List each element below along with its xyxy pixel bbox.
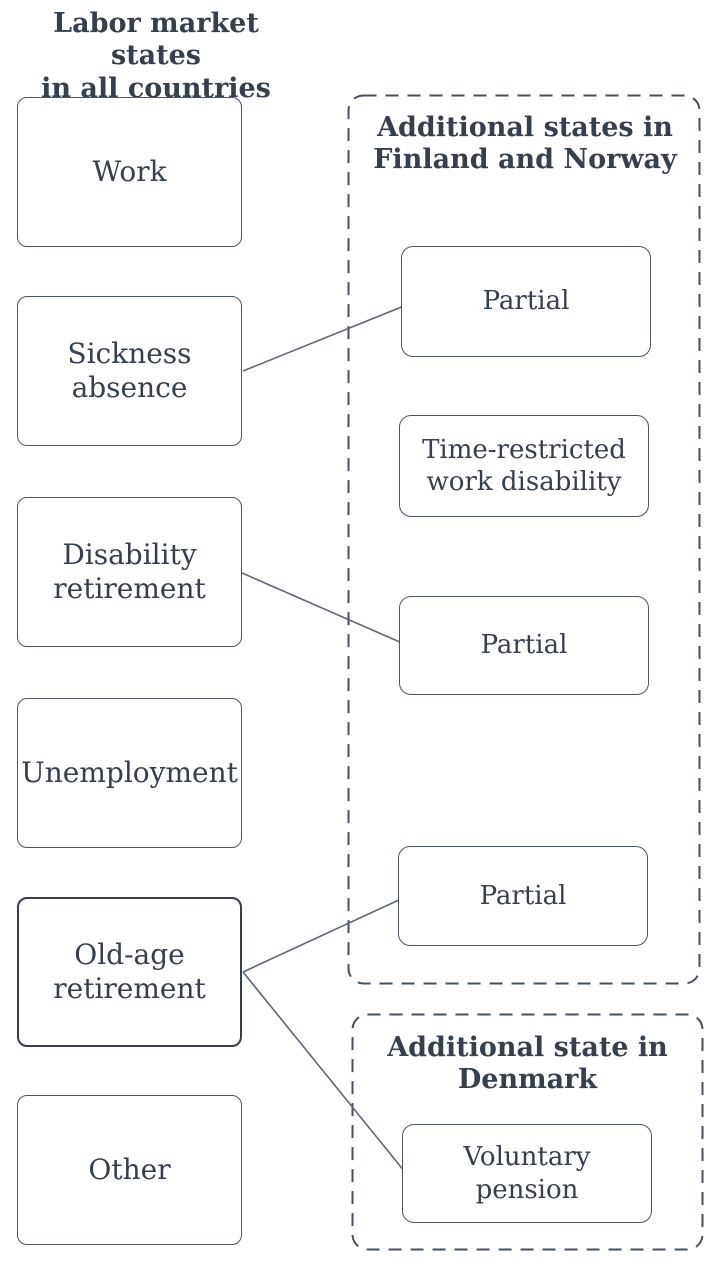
node-disability-retirement: Disability retirement — [17, 497, 242, 647]
connector-oldage-to-partial — [242, 898, 402, 973]
connector-sickness-to-partial — [242, 305, 405, 372]
denmark-group-title: Additional state in Denmark — [387, 1032, 668, 1096]
node-partial-old-age: Partial — [398, 846, 648, 946]
node-old-age-retirement: Old-age retirement — [17, 897, 242, 1047]
connector-oldage-to-voluntary-pension — [242, 971, 406, 1173]
node-unemployment: Unemployment — [17, 698, 242, 848]
finland-norway-group-border — [347, 94, 701, 985]
diagram-title: Labor market states in all countries — [41, 8, 271, 104]
node-partial-disability: Partial — [399, 596, 649, 695]
node-other: Other — [17, 1095, 242, 1245]
node-work: Work — [17, 97, 242, 247]
finland-norway-group-title: Additional states in Finland and Norway — [373, 112, 677, 176]
connector-disability-to-partial — [241, 572, 403, 644]
node-time-restricted-work-disability: Time-restricted work disability — [399, 415, 649, 517]
denmark-group-border — [351, 1013, 704, 1251]
node-sickness-absence: Sickness absence — [17, 296, 242, 446]
node-partial-sickness: Partial — [401, 246, 651, 357]
node-voluntary-pension: Voluntary pension — [402, 1124, 652, 1223]
